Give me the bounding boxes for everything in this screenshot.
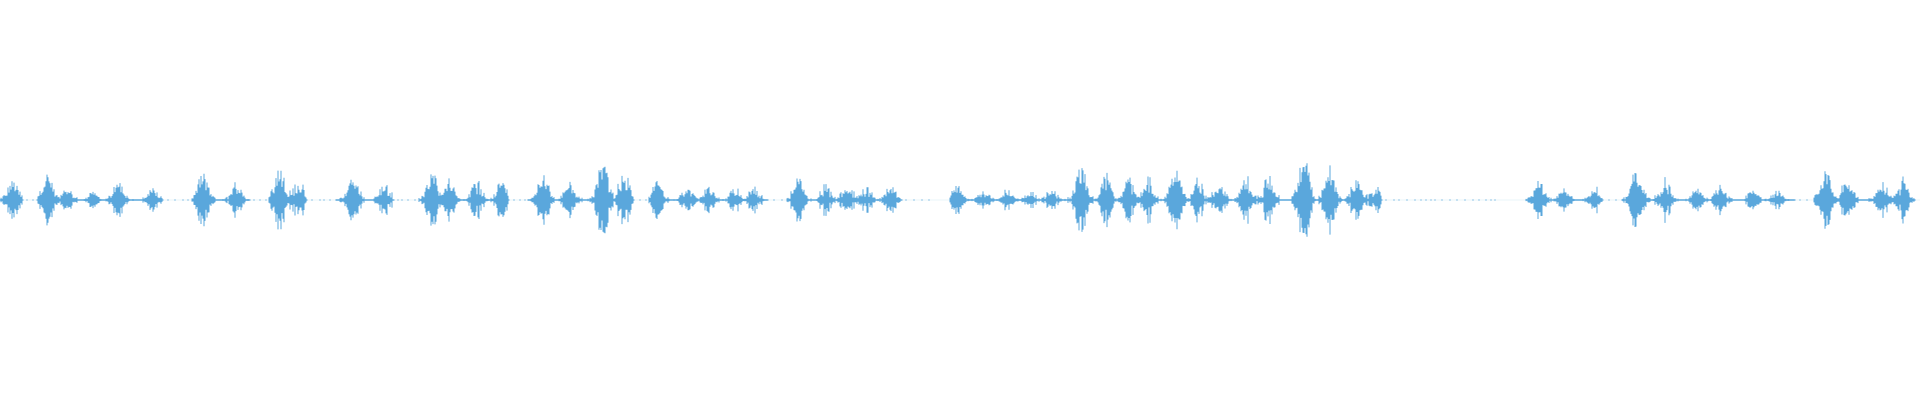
waveform-path [0,163,1916,237]
waveform-samples [0,163,1920,237]
